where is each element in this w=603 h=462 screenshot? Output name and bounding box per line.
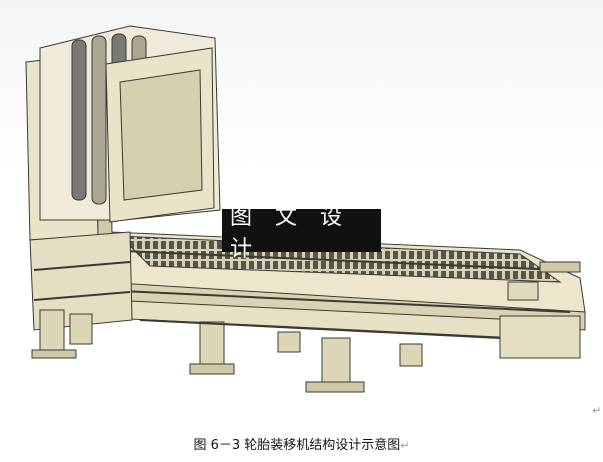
paragraph-mark: ↵: [592, 404, 602, 417]
tire-transfer-machine-drawing: [25, 25, 586, 393]
caption-paragraph-mark: ↵: [400, 439, 410, 452]
figure-caption: 图 6－3 轮胎装移机结构设计示意图↵: [0, 434, 603, 454]
watermark-label: 图 文 设 计: [222, 205, 381, 262]
machine-illustration: 图 文 设 计: [0, 0, 603, 420]
caption-text: 图 6－3 轮胎装移机结构设计示意图: [193, 438, 401, 453]
